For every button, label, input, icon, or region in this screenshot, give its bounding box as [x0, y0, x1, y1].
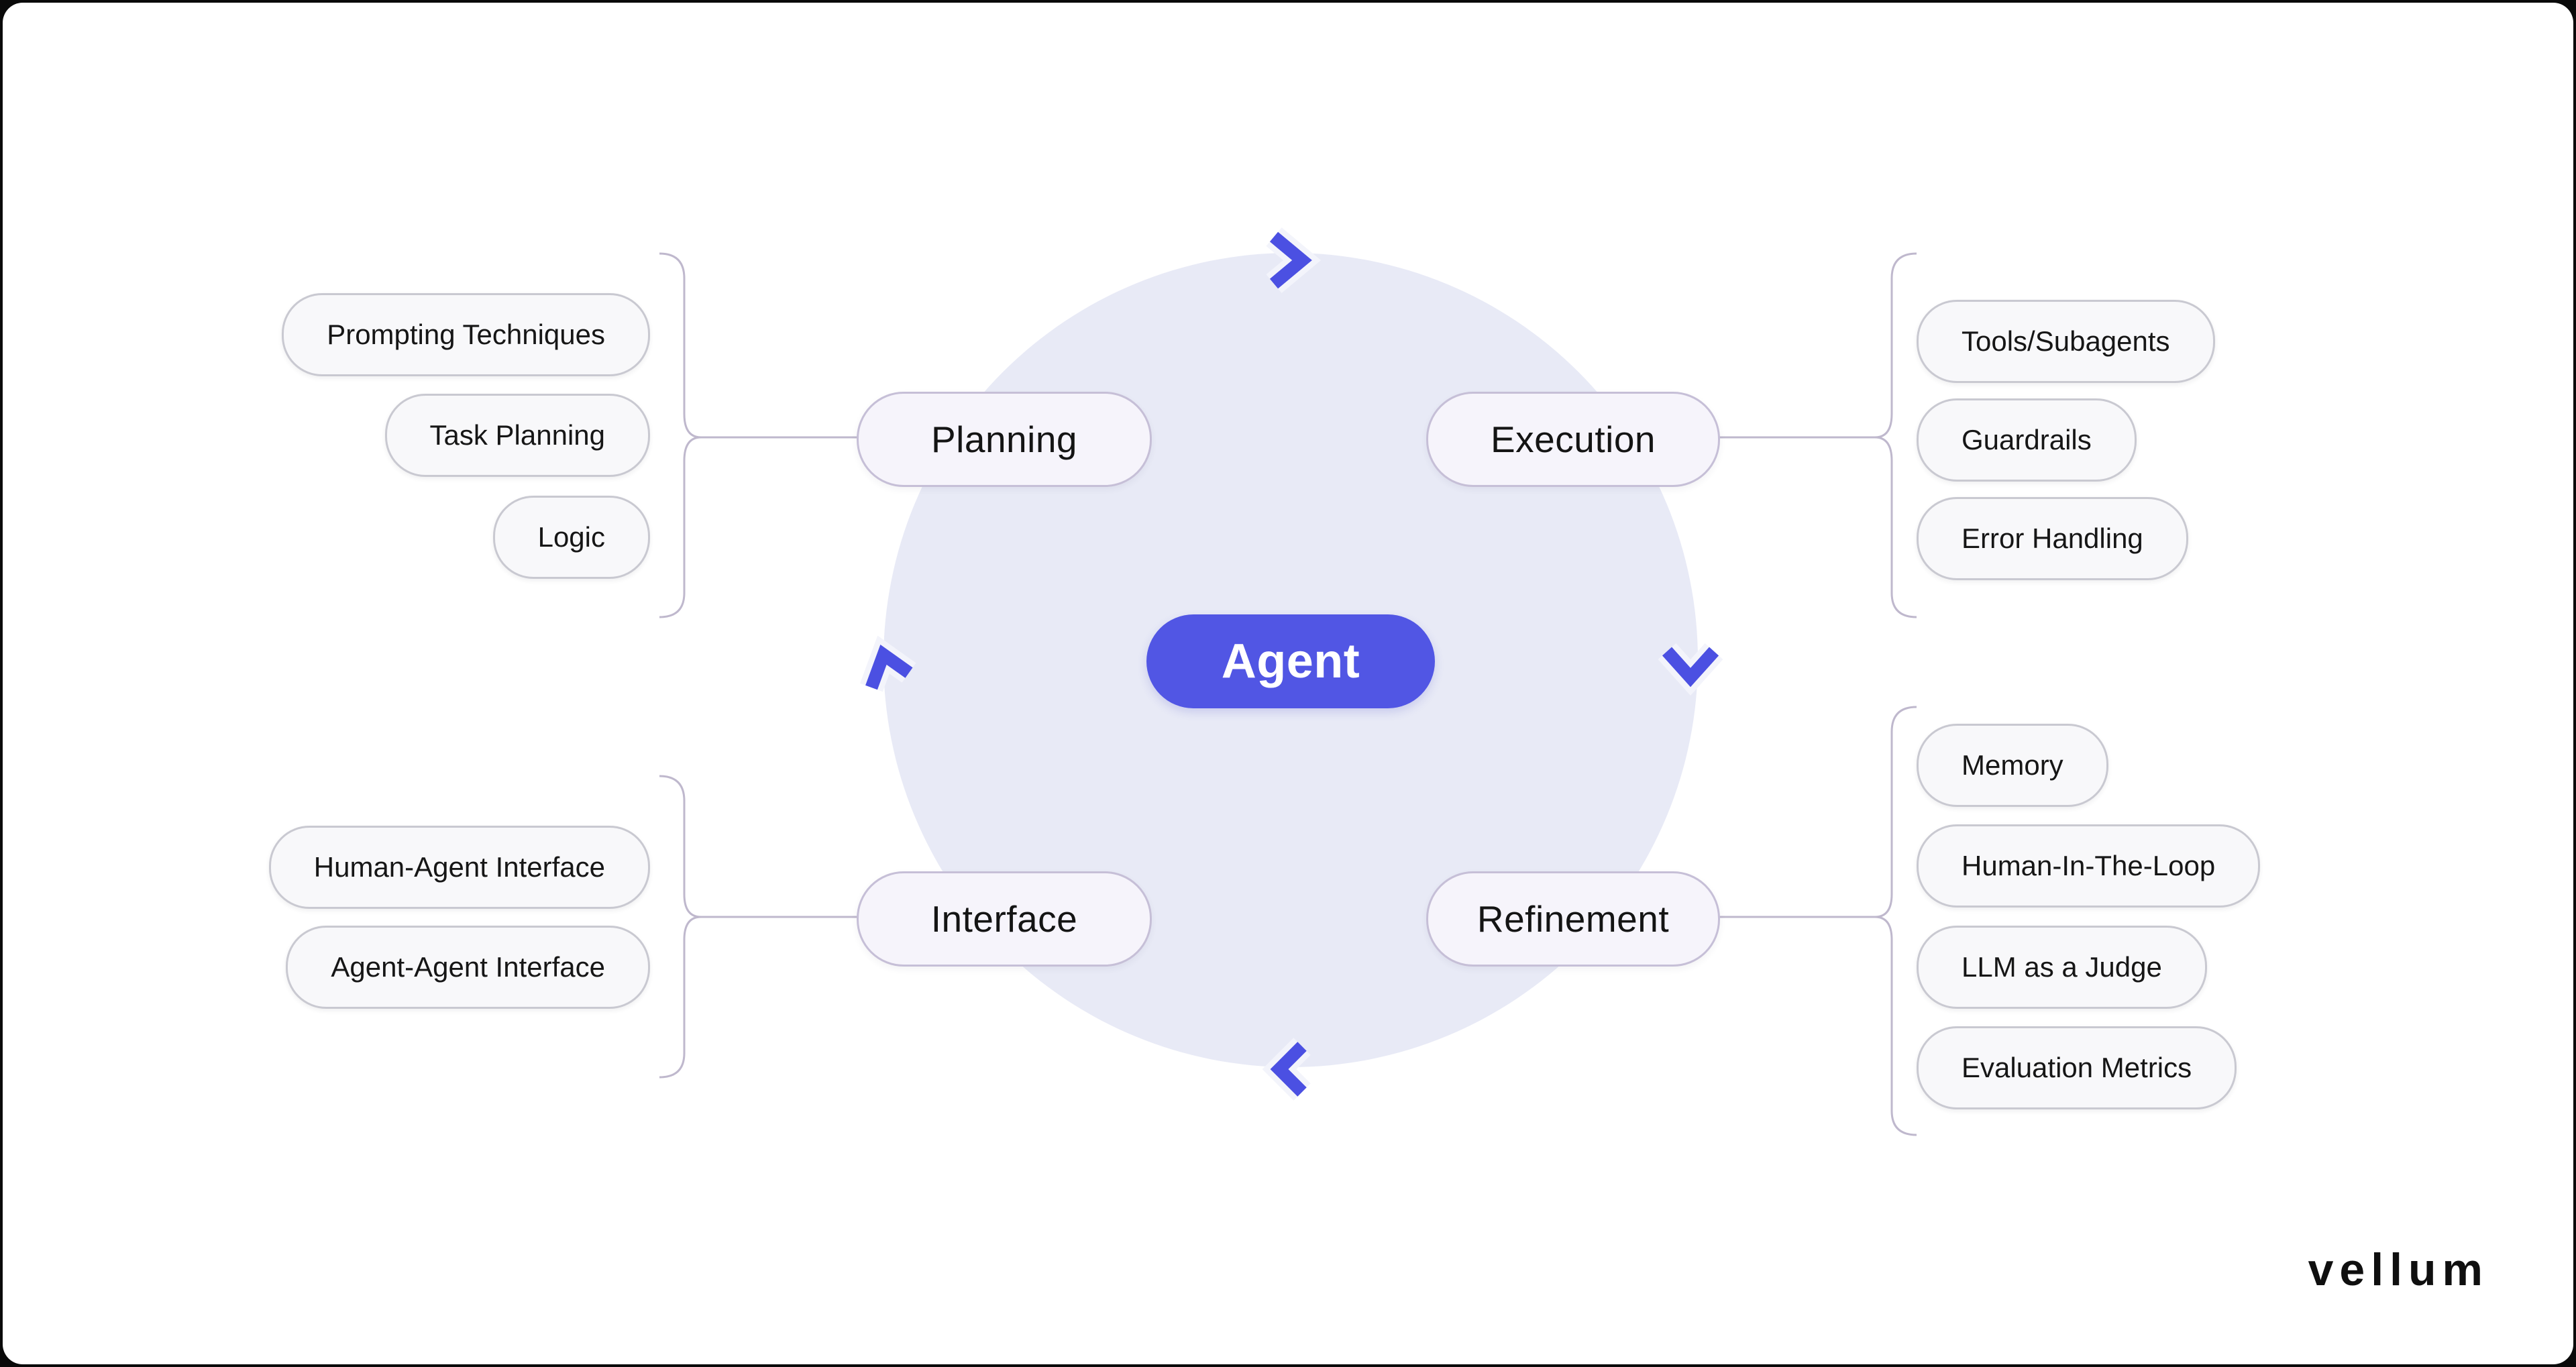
diagram-canvas: Planning Execution Interface Refinement …: [3, 3, 2573, 1364]
leaf-error-handling: Error Handling: [1917, 497, 2188, 580]
chevron-right-icon: [1266, 227, 1322, 293]
leaf-prompting-techniques: Prompting Techniques: [282, 293, 650, 376]
chevron-down-icon: [1658, 643, 1723, 696]
connector-overlay: [659, 227, 1917, 1136]
leaf-memory: Memory: [1917, 724, 2108, 807]
node-refinement: Refinement: [1426, 871, 1720, 967]
leaf-tools-subagents: Tools/Subagents: [1917, 300, 2215, 383]
vellum-logo: vellum: [2308, 1244, 2489, 1295]
leaf-human-agent-interface: Human-Agent Interface: [268, 826, 650, 909]
leaf-llm-as-a-judge: LLM as a Judge: [1917, 926, 2207, 1009]
brace-planning: [659, 252, 857, 618]
leaf-human-in-the-loop: Human-In-The-Loop: [1917, 824, 2261, 908]
brace-interface: [659, 775, 857, 1079]
leaf-guardrails: Guardrails: [1917, 398, 2137, 482]
node-execution: Execution: [1426, 392, 1720, 487]
chevron-up-icon: [860, 635, 916, 692]
node-interface: Interface: [857, 871, 1152, 967]
leaf-evaluation-metrics: Evaluation Metrics: [1917, 1026, 2237, 1109]
leaf-logic: Logic: [492, 496, 650, 579]
chevron-left-icon: [1262, 1038, 1311, 1101]
leaf-agent-agent-interface: Agent-Agent Interface: [286, 926, 650, 1009]
node-planning: Planning: [857, 392, 1152, 487]
brace-execution: [1716, 252, 1917, 618]
agent-center-node: Agent: [1146, 614, 1435, 708]
leaf-task-planning: Task Planning: [384, 394, 650, 477]
brace-refinement: [1716, 706, 1917, 1136]
